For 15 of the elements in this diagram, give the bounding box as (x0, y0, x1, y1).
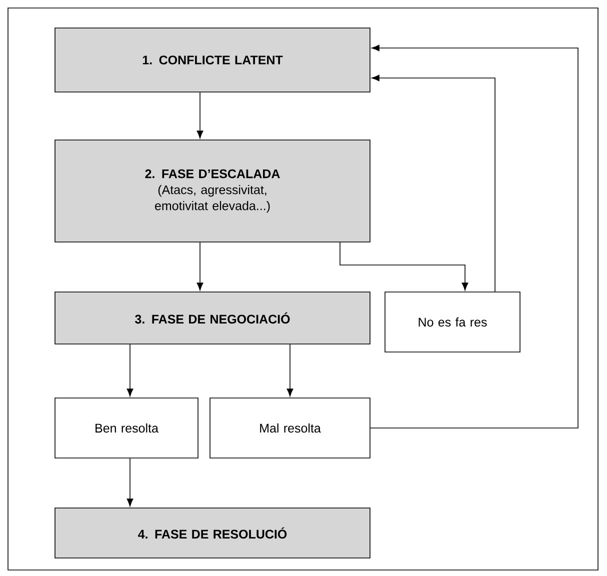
stage-box: 4. FASE DE RESOLUCIÓ (54, 508, 370, 558)
arrow (370, 44, 578, 428)
arrow (126, 458, 134, 506)
stage-box: 2. FASE D’ESCALADA (Atacs, agressivitat, emotivitat elevada...) (54, 140, 370, 242)
arrow (372, 74, 496, 292)
arrow (126, 344, 134, 396)
stage-box: 1. CONFLICTE LATENT (54, 28, 370, 92)
stage-box: 3. FASE DE NEGOCIACIÓ (54, 292, 370, 344)
arrow (286, 344, 294, 396)
arrow (196, 92, 204, 138)
outcome-box: Ben resolta (54, 398, 198, 458)
arrow (340, 242, 468, 290)
arrow (196, 242, 204, 290)
outcome-box: No es fa res (384, 292, 520, 352)
outcome-box: Mal resolta (210, 398, 370, 458)
